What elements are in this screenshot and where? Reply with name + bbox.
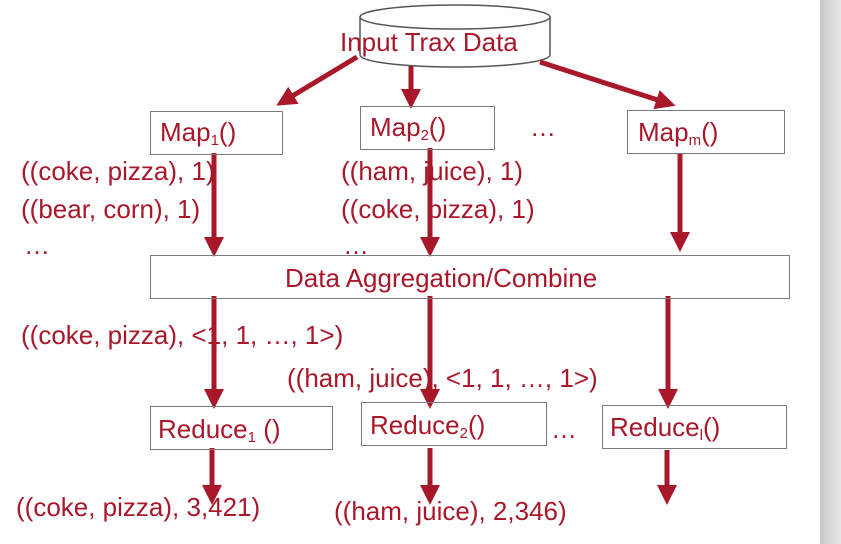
grouped-output-2: ((ham, juice), <1, 1, …, 1>): [287, 363, 598, 393]
arrow-input-to-mapm: [539, 59, 676, 110]
window-edge: [820, 0, 841, 544]
map1-output-3: …: [24, 230, 50, 260]
result-output-2: ((ham, juice), 2,346): [334, 496, 567, 526]
reduce1-label: Reduce1 (): [158, 414, 281, 446]
reduce-ellipsis: …: [551, 414, 577, 444]
map1-box: [150, 111, 283, 155]
reduce1-box: [150, 406, 333, 450]
map-ellipsis: …: [530, 112, 556, 142]
map1-label: Map1(): [160, 117, 237, 149]
arrow-input-to-map1: [276, 54, 359, 106]
map2-label: Map2(): [370, 112, 447, 144]
combine-label: Data Aggregation/Combine: [285, 263, 598, 293]
map2-output-1: ((ham, juice), 1): [341, 156, 524, 186]
reducel-label: Reducel(): [610, 412, 721, 444]
map2-output-3: …: [343, 230, 369, 260]
database-cylinder: [359, 4, 551, 68]
combine-box: [150, 255, 790, 299]
grouped-output-1: ((coke, pizza), <1, 1, …, 1>): [21, 320, 344, 350]
map1-output-2: ((bear, corn), 1): [21, 194, 201, 224]
map2-box: [360, 106, 495, 150]
mapm-label: Mapm(): [638, 117, 719, 149]
reduce2-label: Reduce2(): [370, 410, 486, 442]
input-data-label: Input Trax Data: [340, 27, 518, 57]
mapm-box: [627, 110, 785, 154]
reducel-box: [602, 405, 787, 449]
map2-output-2: ((coke, pizza), 1): [341, 194, 535, 224]
reduce2-box: [361, 402, 547, 446]
result-output-1: ((coke, pizza), 3,421): [16, 492, 261, 522]
map1-output-1: ((coke, pizza), 1): [21, 156, 215, 186]
